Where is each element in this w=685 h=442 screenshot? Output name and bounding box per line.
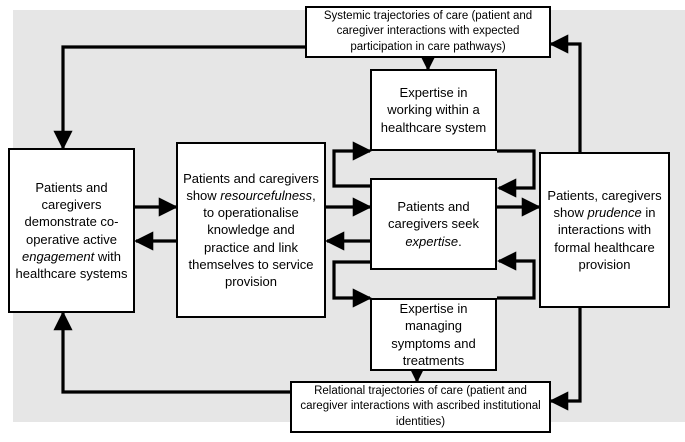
edge-systemic-to-engagement: [53, 45, 305, 150]
node-systemic-trajectories-banner[interactable]: Systemic trajectories of care (patient a…: [305, 6, 551, 58]
seek-expertise-text: Patients and caregivers seek expertise.: [372, 198, 495, 249]
engagement-emphasis: engagement: [21, 248, 95, 264]
expertise-working-text: Expertise in working within a healthcare…: [380, 85, 487, 135]
edge-relational-to-engagement: [53, 311, 304, 394]
node-prudence[interactable]: Patients, caregivers show prudence in in…: [539, 152, 670, 308]
engagement-text-part1: Patients and caregivers demonstrate co-o…: [24, 180, 119, 247]
systemic-banner-text: Systemic trajectories of care (patient a…: [323, 10, 533, 53]
seek-expertise-emphasis: expertise: [405, 233, 459, 249]
relational-banner-text: Relational trajectories of care (patient…: [300, 385, 541, 428]
node-expertise-working[interactable]: Expertise in working within a healthcare…: [370, 69, 497, 151]
resourcefulness-text: Patients and caregivers show resourceful…: [178, 170, 324, 290]
expertise-managing-text: Expertise in managing symptoms and treat…: [391, 301, 476, 368]
edge-prudence-to-systemic: [549, 34, 582, 152]
engagement-text-part2: with healthcare systems: [15, 248, 128, 281]
node-expertise-managing[interactable]: Expertise in managing symptoms and treat…: [370, 298, 497, 371]
edge-seek-expertise-to-expertise-working: [332, 141, 372, 188]
edge-expertise-working-to-seek-expertise: [497, 149, 536, 198]
prudence-text: Patients, caregivers show prudence in in…: [541, 187, 668, 273]
edge-expertise-managing-to-seek-expertise: [497, 251, 536, 300]
node-engagement[interactable]: Patients and caregivers demonstrate co-o…: [8, 148, 135, 313]
seek-expertise-text-part1: Patients and caregivers seek: [387, 199, 480, 232]
node-seek-expertise[interactable]: Patients and caregivers seek expertise.: [370, 178, 497, 270]
seek-expertise-text-part2: .: [458, 233, 462, 249]
prudence-emphasis: prudence: [587, 205, 642, 221]
resourcefulness-emphasis: resourcefulness: [220, 188, 313, 204]
prudence-text-part2: in interactions with formal healthcare p…: [554, 205, 656, 272]
prudence-text-part1: Patients, caregivers show: [547, 188, 662, 221]
resourcefulness-text-part1: Patients and caregivers show: [183, 170, 319, 204]
edge-prudence-to-relational: [549, 308, 582, 411]
engagement-text: Patients and caregivers demonstrate co-o…: [10, 179, 133, 282]
node-resourcefulness[interactable]: Patients and caregivers show resourceful…: [176, 142, 326, 318]
node-relational-trajectories-banner[interactable]: Relational trajectories of care (patient…: [290, 381, 551, 433]
edge-seek-expertise-to-expertise-managing: [332, 260, 372, 308]
resourcefulness-text-part2: , to operationalise knowledge and practi…: [188, 188, 316, 289]
